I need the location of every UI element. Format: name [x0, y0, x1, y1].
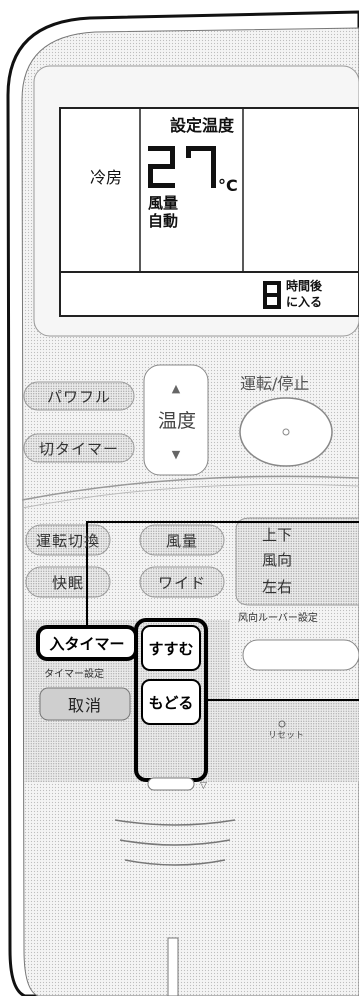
wide-button[interactable]: ワイド	[140, 567, 224, 597]
lcd-screen	[59, 107, 359, 317]
timer-unit: 時間後	[286, 279, 323, 293]
powerful-button-label: パワフル	[46, 387, 111, 406]
forward-button[interactable]: すすむ	[142, 626, 200, 670]
set-temp-label: 設定温度	[170, 116, 235, 135]
timer-setting-label: タイマー設定	[44, 669, 104, 680]
back-label: もどる	[148, 693, 194, 712]
comfort-button-label: 快眠	[51, 573, 84, 592]
temp-rocker-label[interactable]: 温度	[158, 410, 197, 432]
cancel-button[interactable]: 取消	[40, 688, 130, 720]
svg-text:▽: ▽	[200, 781, 207, 791]
svg-text:▼: ▼	[172, 448, 181, 461]
mode-switch-label: 運転切換	[35, 531, 100, 550]
louver-setting-label: 风向ルーバー設定	[238, 613, 318, 624]
timer-off-label: 切タイマー	[38, 439, 119, 458]
temp-unit: °C	[218, 176, 238, 195]
mode-label: 冷房	[90, 168, 123, 187]
temperature-digits	[148, 146, 216, 188]
mode-switch-button[interactable]: 運転切換	[26, 525, 110, 555]
on-timer-label: 入タイマー	[49, 634, 125, 653]
left-right-button[interactable]: 左右	[262, 578, 293, 596]
fan-label: 風量	[148, 194, 179, 212]
direction-label: 風向	[262, 551, 293, 569]
forward-label: すすむ	[148, 639, 194, 658]
fan-button[interactable]: 風量	[140, 525, 224, 555]
comfort-button[interactable]: 快眠	[26, 567, 110, 597]
fan-value: 自動	[148, 212, 179, 230]
on-timer-button[interactable]: 入タイマー	[38, 627, 136, 659]
powerful-button[interactable]: パワフル	[24, 382, 134, 410]
fan-button-label: 風量	[165, 531, 198, 550]
timer-action: に入る	[286, 295, 323, 309]
run-stop-label: 運転/停止	[240, 374, 310, 393]
reset-button[interactable]: リセット	[268, 731, 305, 741]
cancel-label: 取消	[67, 696, 102, 715]
back-button[interactable]: もどる	[142, 680, 200, 724]
up-down-button[interactable]: 上下	[262, 526, 293, 544]
timer-off-button[interactable]: 切タイマー	[24, 434, 134, 462]
svg-text:▲: ▲	[172, 382, 181, 395]
wide-button-label: ワイド	[157, 573, 206, 592]
